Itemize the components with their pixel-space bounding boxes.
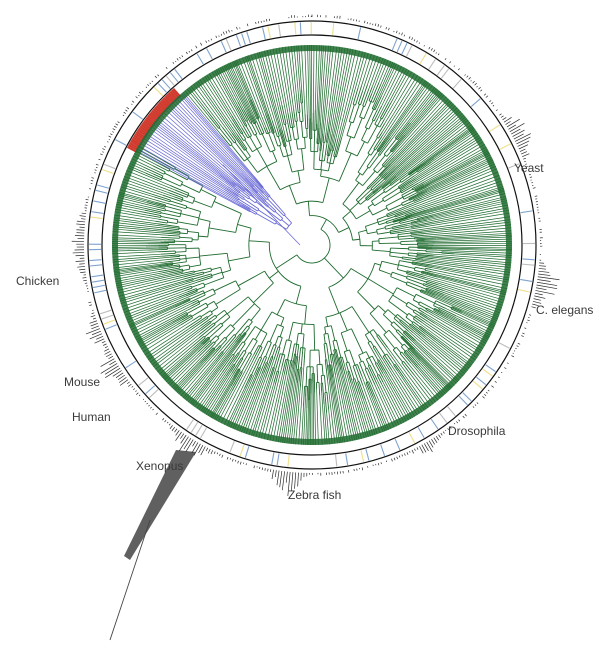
circular-tree xyxy=(112,44,513,446)
label-celegans: C. elegans xyxy=(536,303,593,317)
label-human: Human xyxy=(72,410,111,424)
label-drosophila: Drosophila xyxy=(448,424,506,438)
long-outlier-branch xyxy=(109,450,196,641)
label-xenopus: Xenopus xyxy=(136,459,183,473)
outer-bar-track xyxy=(71,14,560,496)
label-mouse: Mouse xyxy=(64,375,100,389)
label-zebrafish: Zebra fish xyxy=(288,488,341,502)
label-chicken: Chicken xyxy=(16,274,59,288)
label-yeast: Yeast xyxy=(514,161,544,175)
